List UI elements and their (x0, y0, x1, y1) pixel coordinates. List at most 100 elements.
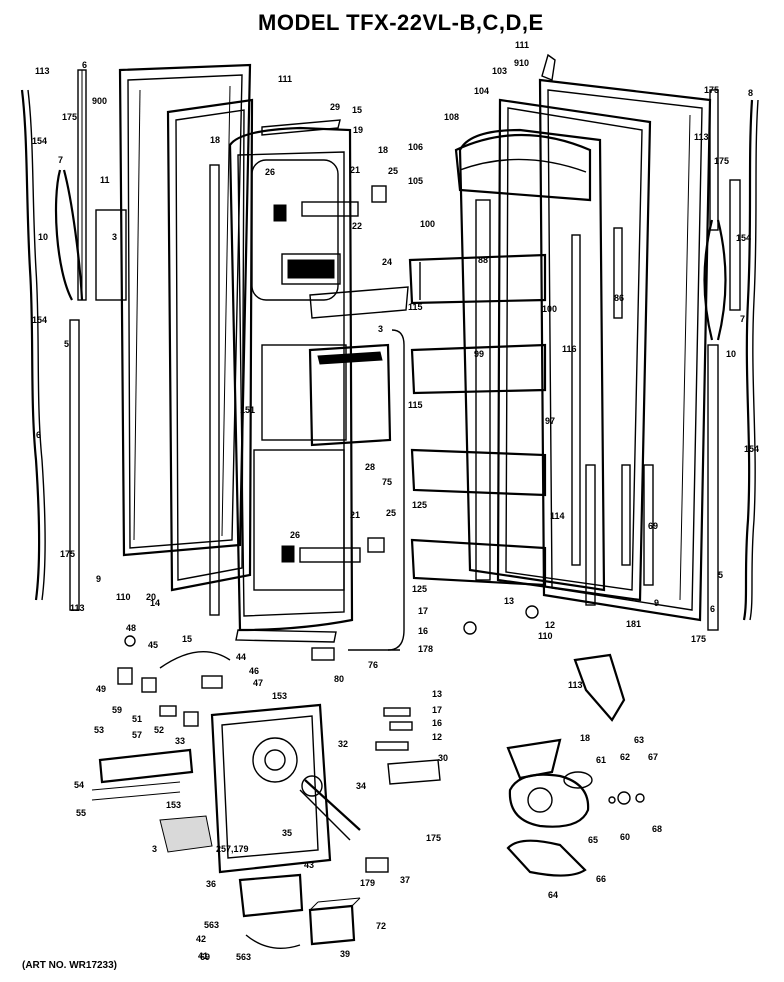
callout-175: 175 (426, 833, 441, 843)
chute-60 (573, 653, 626, 722)
callout-154: 154 (744, 444, 759, 454)
callout-59: 59 (112, 705, 122, 715)
callout-11: 11 (100, 175, 110, 185)
callout-43: 43 (304, 860, 314, 870)
model-title: MODEL TFX-22VL-B,C,D,E (258, 10, 544, 35)
callout-18: 18 (378, 145, 388, 155)
cap-strip-15 (235, 119, 341, 643)
callout-5: 5 (64, 339, 69, 349)
freezer-door-outer-panel (118, 63, 252, 557)
motor-39 (308, 897, 361, 946)
callout-108: 108 (444, 112, 459, 122)
callout-20: 20 (146, 592, 156, 602)
callout-900: 900 (92, 96, 107, 106)
shelf-brackets (273, 185, 387, 563)
far-left-door-handle-trim (20, 89, 46, 601)
callout-13: 13 (504, 596, 514, 606)
callout-111: 111 (278, 74, 292, 84)
callout-66: 66 (596, 874, 606, 884)
callout-110: 110 (116, 592, 131, 602)
callout-55: 55 (76, 808, 86, 818)
callout-63: 63 (634, 735, 644, 745)
callout-26: 26 (290, 530, 300, 540)
ice-bucket-32 (210, 703, 332, 874)
callout-80: 80 (334, 674, 344, 684)
callout-72: 72 (376, 921, 386, 931)
callout-15: 15 (182, 634, 192, 644)
hopper-61 (506, 738, 562, 780)
callout-22: 22 (352, 221, 362, 231)
freezer-door-liner (228, 126, 354, 632)
dispenser-cover-53 (91, 748, 194, 801)
callout-36: 36 (206, 879, 216, 889)
callout-113: 113 (70, 603, 85, 613)
left-handle-bar-lower (69, 319, 80, 611)
fresh-food-door-outer (538, 78, 712, 622)
callout-67: 67 (648, 752, 658, 762)
callout-75: 75 (382, 477, 392, 487)
callout-910: 910 (514, 58, 529, 68)
callout-13: 13 (432, 689, 442, 699)
hinge-parts-13-17-16-12 (375, 707, 441, 785)
callout-61: 61 (596, 755, 606, 765)
callout-18: 18 (580, 733, 590, 743)
callout-3: 3 (112, 232, 117, 242)
callout-178: 178 (418, 644, 433, 654)
callout-47: 47 (253, 678, 263, 688)
callout-14: 14 (150, 598, 160, 608)
callout-115: 115 (408, 400, 423, 410)
callout-54: 54 (74, 780, 84, 790)
callout-154: 154 (32, 136, 47, 146)
callout-113: 113 (694, 132, 709, 142)
callout-125: 125 (412, 584, 427, 594)
ice-dispenser-door-28 (308, 343, 392, 447)
callout-17: 17 (418, 606, 428, 616)
freezer-door-strip-18 (209, 164, 220, 616)
control-box-36 (238, 873, 304, 949)
callout-154: 154 (32, 315, 47, 325)
callout-175: 175 (704, 85, 719, 95)
right-door-handle (703, 89, 741, 631)
far-right-door-trim (742, 99, 759, 621)
callout-25: 25 (388, 166, 398, 176)
callout-125: 125 (412, 500, 427, 510)
callout-69: 69 (648, 521, 658, 531)
callout-37: 37 (400, 875, 410, 885)
callout-6: 6 (710, 604, 715, 614)
callout-42: 42 (196, 934, 206, 944)
callout-10: 10 (38, 232, 48, 242)
callout-175: 175 (691, 634, 706, 644)
callout-26: 26 (265, 167, 275, 177)
callout-62: 62 (620, 752, 630, 762)
feeler-arm-75 (387, 329, 405, 651)
fresh-food-liner (458, 128, 606, 592)
callout-3: 3 (378, 324, 383, 334)
callout-60: 60 (620, 832, 630, 842)
freezer-door-gasket (166, 98, 254, 592)
callout-3: 3 (152, 844, 157, 854)
callout-111: 111 (515, 40, 529, 50)
art-number: (ART NO. WR17233) (22, 960, 118, 971)
small-parts-right (463, 605, 645, 805)
callout-24: 24 (382, 257, 392, 267)
callout-113: 113 (568, 680, 583, 690)
callout-114: 114 (550, 511, 565, 521)
callout-48: 48 (126, 623, 136, 633)
bracket-80-76 (311, 647, 400, 661)
callout-181: 181 (626, 619, 641, 629)
callout-175: 175 (60, 549, 75, 559)
callout-88: 88 (478, 255, 488, 265)
callout-45: 45 (148, 640, 158, 650)
callout-5: 5 (718, 570, 723, 580)
callout-68: 68 (652, 824, 662, 834)
callout-34: 34 (356, 781, 366, 791)
callout-76: 76 (368, 660, 378, 670)
top-bracket-111-910 (541, 53, 556, 81)
callout-7: 7 (58, 155, 63, 165)
callout-257-179: 257,179 (216, 844, 249, 854)
callout-44: 44 (236, 652, 246, 662)
callout-12: 12 (432, 732, 442, 742)
motor-housing-68 (508, 773, 590, 828)
callout-100: 100 (542, 304, 557, 314)
